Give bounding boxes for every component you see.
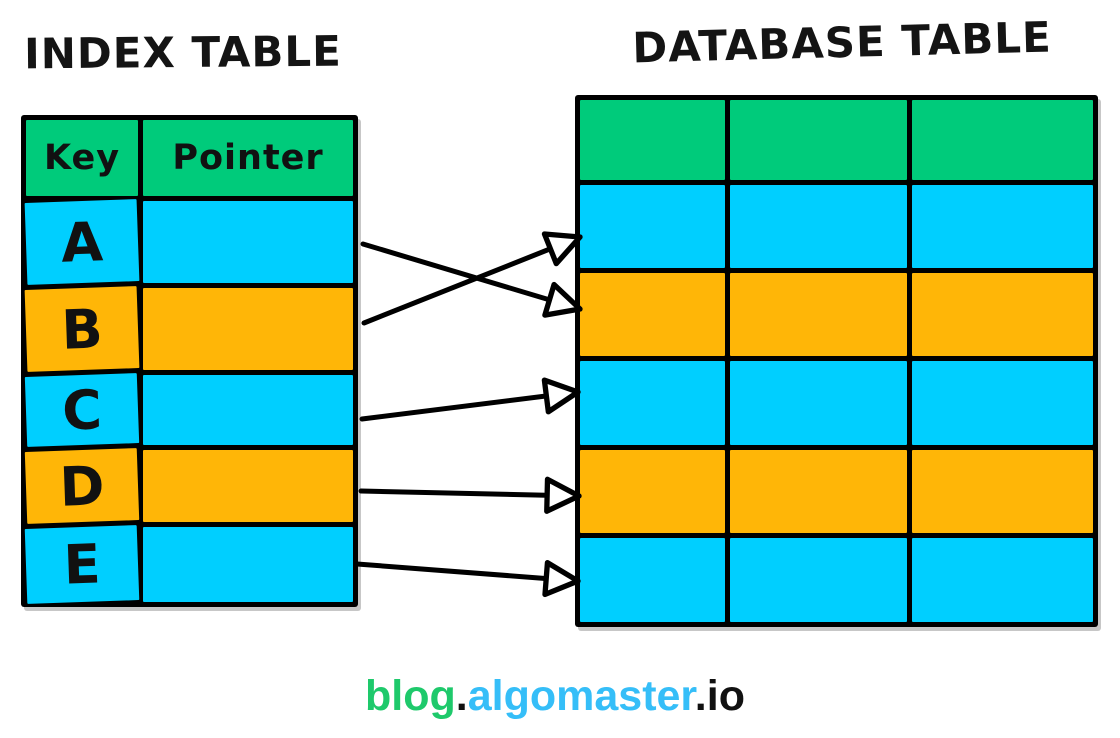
branding-text: blog.algomaster.io (0, 672, 1110, 721)
index-row-c: C (24, 373, 353, 447)
index-key-cell-b: B (24, 286, 140, 372)
database-table (575, 95, 1098, 627)
arrow-c-to-db-row-3 (359, 377, 581, 422)
index-key-cell-a: A (24, 199, 140, 285)
index-table-title: INDEX TABLE (23, 26, 343, 79)
db-header-row (580, 100, 1093, 180)
index-pointer-cell-b (143, 288, 353, 370)
index-key-cell-d: D (24, 448, 140, 524)
index-row-d: D (24, 448, 353, 524)
db-row-5-cell-1 (580, 538, 725, 622)
index-table: Key Pointer A B C D E (21, 115, 358, 607)
index-header-key-cell: Key (26, 120, 138, 196)
db-row-1 (580, 185, 1093, 268)
db-row-1-cell-2 (730, 185, 907, 268)
branding-segment-dot2: . (694, 672, 707, 720)
index-table-header-row: Key Pointer (26, 120, 353, 196)
db-row-1-cell-3 (912, 185, 1093, 268)
index-pointer-cell-d (143, 450, 353, 522)
db-row-5 (580, 538, 1093, 622)
index-row-b: B (24, 286, 353, 372)
db-row-2-cell-2 (730, 273, 907, 356)
db-row-2-cell-3 (912, 273, 1093, 356)
db-row-5-cell-3 (912, 538, 1093, 622)
db-row-2 (580, 273, 1093, 356)
db-header-cell-2 (730, 100, 907, 180)
index-header-pointer-cell: Pointer (143, 120, 353, 196)
branding-segment-blog: blog (365, 672, 456, 720)
db-row-2-cell-1 (580, 273, 725, 356)
db-row-4-cell-1 (580, 450, 725, 533)
arrow-a-to-db-row-2 (360, 241, 583, 318)
branding-segment-dot1: . (455, 672, 468, 720)
arrow-e-to-db-row-5 (354, 560, 581, 598)
index-key-cell-e: E (24, 525, 140, 604)
db-row-1-cell-1 (580, 185, 725, 268)
index-row-e: E (24, 525, 353, 604)
index-key-cell-c: C (24, 373, 140, 447)
database-table-title: DATABASE TABLE (631, 12, 1053, 73)
arrow-d-to-db-row-4 (358, 476, 582, 514)
index-pointer-cell-a (143, 201, 353, 283)
db-header-cell-1 (580, 100, 725, 180)
index-pointer-cell-e (143, 527, 353, 602)
arrow-b-to-db-row-1 (361, 231, 583, 326)
db-row-5-cell-2 (730, 538, 907, 622)
db-row-3-cell-1 (580, 361, 725, 445)
db-row-3-cell-2 (730, 361, 907, 445)
db-row-3-cell-3 (912, 361, 1093, 445)
db-row-3 (580, 361, 1093, 445)
db-row-4-cell-3 (912, 450, 1093, 533)
branding-segment-algomaster: algomaster (467, 672, 695, 720)
db-row-4-cell-2 (730, 450, 907, 533)
branding-segment-io: io (706, 672, 745, 720)
db-row-4 (580, 450, 1093, 533)
index-row-a: A (24, 199, 353, 285)
index-pointer-cell-c (143, 375, 353, 445)
db-header-cell-3 (912, 100, 1093, 180)
